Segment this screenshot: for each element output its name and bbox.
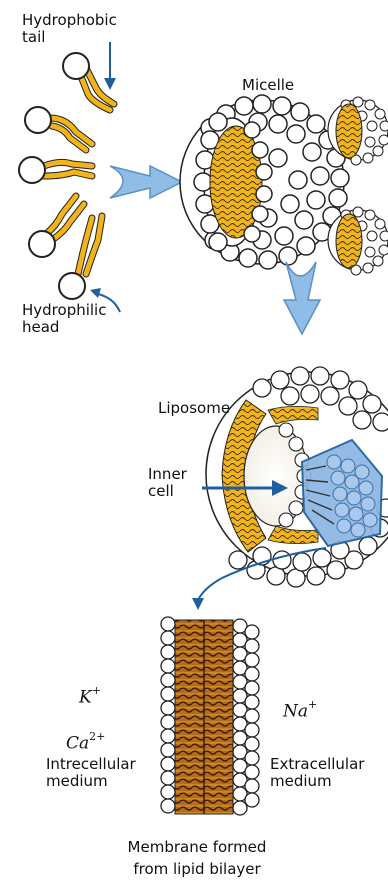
liposome-label: Liposome [158,400,230,417]
lipid-molecule [19,157,92,183]
bilayer-heads-right [233,619,259,815]
potassium-ion-label: K+ [79,686,101,708]
membrane-caption: Membrane formed from lipid bilayer [112,836,282,880]
extracellular-medium-label: Extracellular medium [270,756,364,790]
hydrophobic-tail-label: Hydrophobic tail [22,12,117,46]
micelle-label: Micelle [242,77,294,94]
bilayer-membrane [161,617,259,815]
intracellular-medium-label: Intrecellular medium [46,756,136,790]
micelle-large [180,95,349,269]
bilayer-heads-left [161,617,175,813]
lipid-molecules [19,53,114,299]
tail-pointer-arrow [104,42,116,90]
calcium-ion-label: Ca2+ [66,732,105,754]
arrow-to-liposome [284,262,320,334]
hydrophilic-head-label: Hydrophilic head [22,302,106,336]
lipid-molecule [25,107,92,150]
lipid-molecule [29,196,84,257]
inner-cell-label: Inner cell [148,466,187,500]
arrow-to-micelle [108,166,182,198]
sodium-ion-label: Na+ [283,700,317,722]
